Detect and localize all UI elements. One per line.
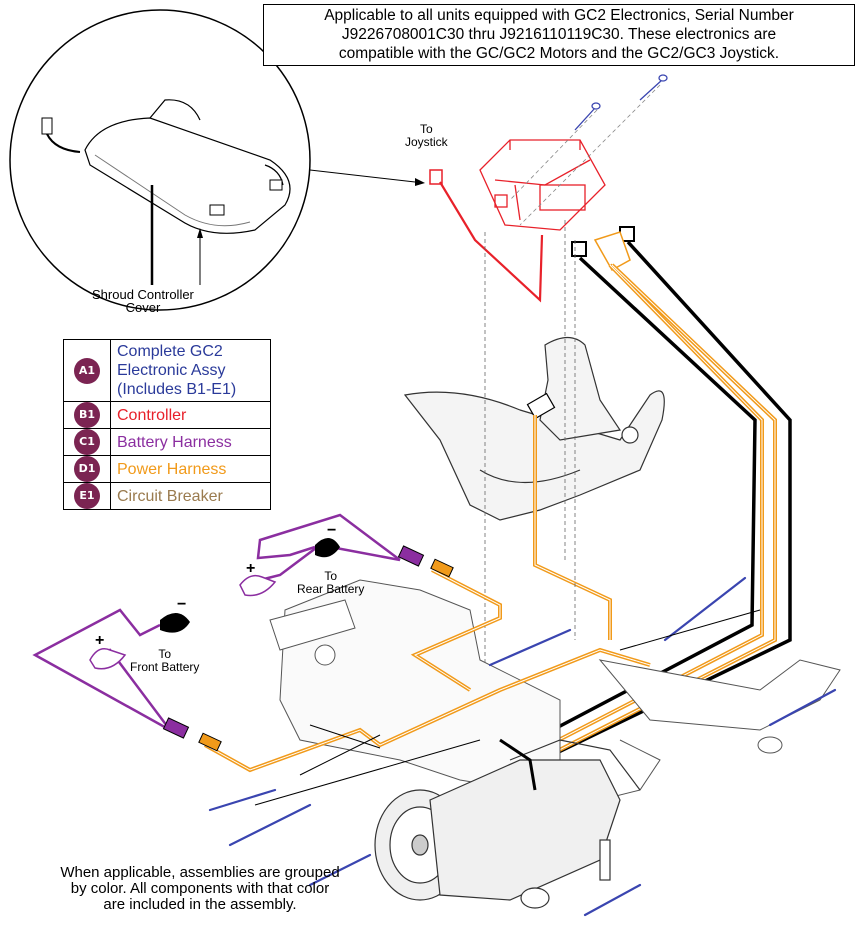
rear-minus-sign: − xyxy=(327,522,337,539)
note-line: Applicable to all units equipped with GC… xyxy=(324,7,794,24)
color-grouping-footnote: When applicable, assemblies are grouped … xyxy=(14,865,386,913)
legend-badge-d1: D1 xyxy=(74,456,100,482)
legend-badge-c1: C1 xyxy=(74,429,100,455)
motor xyxy=(374,739,641,909)
rear-battery-label: To Rear Battery xyxy=(297,569,365,596)
shroud-inset xyxy=(9,9,425,311)
legend-row: E1 Circuit Breaker xyxy=(63,482,271,510)
footnote-line: by color. All components with that color xyxy=(70,880,330,897)
legend-row: A1 Complete GC2 Electronic Assy (Include… xyxy=(63,339,271,402)
footnote-line: are included in the assembly. xyxy=(103,896,297,913)
front-minus-sign: − xyxy=(177,596,187,613)
legend-badge-a1: A1 xyxy=(74,357,100,384)
applicability-note: Applicable to all units equipped with GC… xyxy=(263,4,855,66)
legend-badge-e1: E1 xyxy=(74,483,100,509)
legend-row: C1 Battery Harness xyxy=(63,428,271,456)
front-plus-sign: + xyxy=(95,632,105,649)
controller-drawing xyxy=(479,139,606,231)
assembly-legend: A1 Complete GC2 Electronic Assy (Include… xyxy=(63,339,271,510)
note-line: J9226708001C30 thru J9216110119C30. Thes… xyxy=(341,26,777,43)
to-joystick-label: To Joystick xyxy=(405,122,448,149)
legend-label-b1: Controller xyxy=(110,401,271,429)
screws xyxy=(509,74,668,226)
legend-row: D1 Power Harness xyxy=(63,455,271,483)
shroud-controller-cover-label: Shroud Controller Cover xyxy=(92,287,194,315)
legend-row: B1 Controller xyxy=(63,401,271,429)
front-battery-label: To Front Battery xyxy=(130,647,200,674)
legend-label-a1: Complete GC2 Electronic Assy (Includes B… xyxy=(110,339,271,402)
legend-label-e1: Circuit Breaker xyxy=(110,482,271,510)
harness-connectors xyxy=(571,226,635,272)
legend-label-c1: Battery Harness xyxy=(110,428,271,456)
note-line: compatible with the GC/GC2 Motors and th… xyxy=(338,45,780,62)
legend-badge-b1: B1 xyxy=(74,402,100,428)
front-battery-harness xyxy=(32,608,190,739)
footnote-line: When applicable, assemblies are grouped xyxy=(60,864,340,881)
rear-plus-sign: + xyxy=(246,560,256,577)
rear-battery-harness xyxy=(239,513,425,597)
legend-label-d1: Power Harness xyxy=(110,455,271,483)
cable-ties xyxy=(208,576,837,917)
